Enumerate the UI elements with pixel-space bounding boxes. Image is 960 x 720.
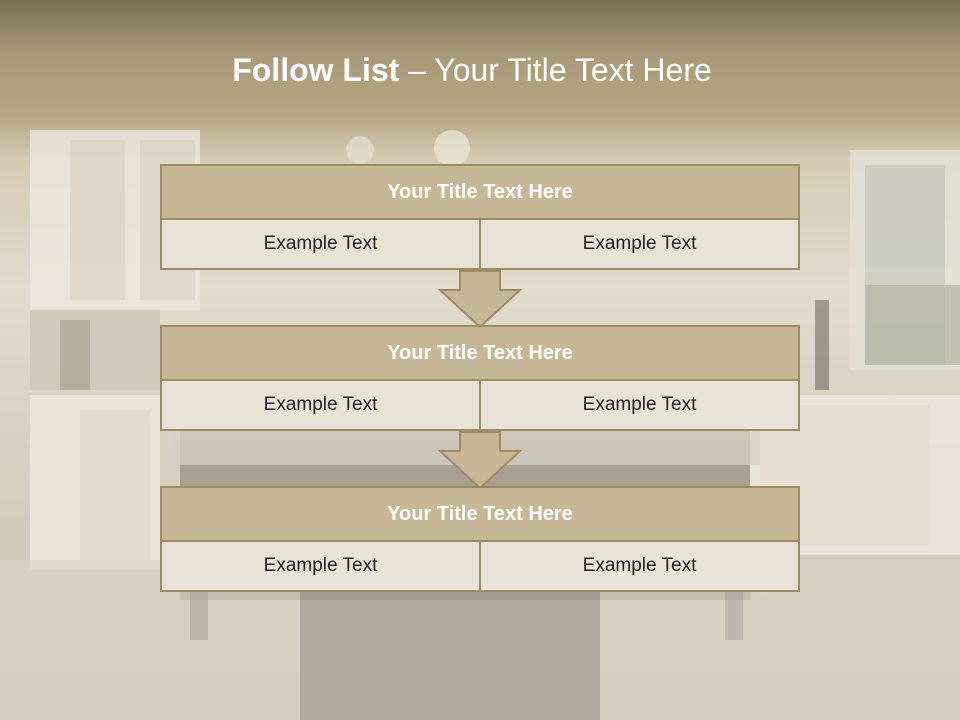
block-cell-left: Example Text	[160, 381, 481, 431]
slide-title: Follow List – Your Title Text Here	[0, 52, 944, 89]
list-block-3: Your Title Text Here Example Text Exampl…	[160, 486, 800, 592]
slide-title-strong: Follow List	[232, 52, 400, 88]
list-block-2: Your Title Text Here Example Text Exampl…	[160, 325, 800, 431]
slide-title-rest: – Your Title Text Here	[399, 52, 712, 88]
block-cell-right: Example Text	[481, 542, 800, 592]
down-arrow-icon	[438, 270, 522, 328]
block-heading: Your Title Text Here	[160, 486, 800, 542]
block-heading: Your Title Text Here	[160, 325, 800, 381]
block-cell-left: Example Text	[160, 220, 481, 270]
block-row: Example Text Example Text	[160, 381, 800, 431]
list-block-1: Your Title Text Here Example Text Exampl…	[160, 164, 800, 270]
block-cell-left: Example Text	[160, 542, 481, 592]
block-row: Example Text Example Text	[160, 542, 800, 592]
block-heading: Your Title Text Here	[160, 164, 800, 220]
block-row: Example Text Example Text	[160, 220, 800, 270]
block-cell-right: Example Text	[481, 220, 800, 270]
down-arrow-icon	[438, 431, 522, 489]
block-cell-right: Example Text	[481, 381, 800, 431]
